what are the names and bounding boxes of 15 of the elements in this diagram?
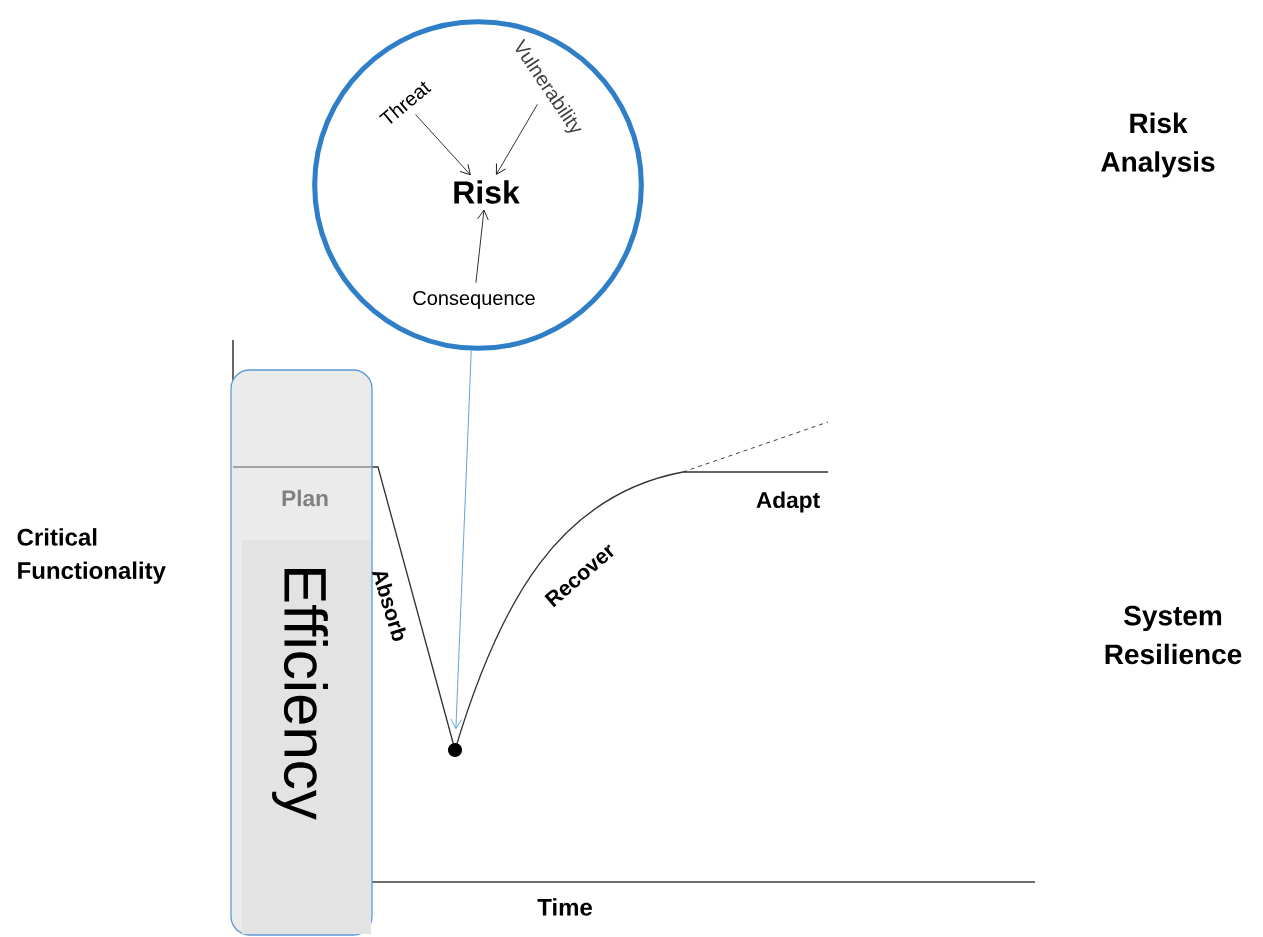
node-label: Risk <box>454 180 520 204</box>
arrow <box>475 209 489 284</box>
axis-label: Adapt <box>756 491 820 513</box>
axis-label: Absorb <box>371 572 406 641</box>
arrow <box>450 350 472 729</box>
risk-circle <box>312 19 644 351</box>
axis-label: Critical Functionality <box>17 528 166 584</box>
axis-label: System Resilience <box>1105 605 1242 665</box>
axis-label: Risk Analysis <box>1101 112 1215 178</box>
axis-label: Time <box>537 898 592 916</box>
arrow <box>496 103 538 175</box>
node-label: Consequence <box>413 290 535 310</box>
point-marker <box>448 743 462 757</box>
efficiency-box: Plan Efficiency <box>230 369 373 936</box>
arrow <box>415 114 471 176</box>
